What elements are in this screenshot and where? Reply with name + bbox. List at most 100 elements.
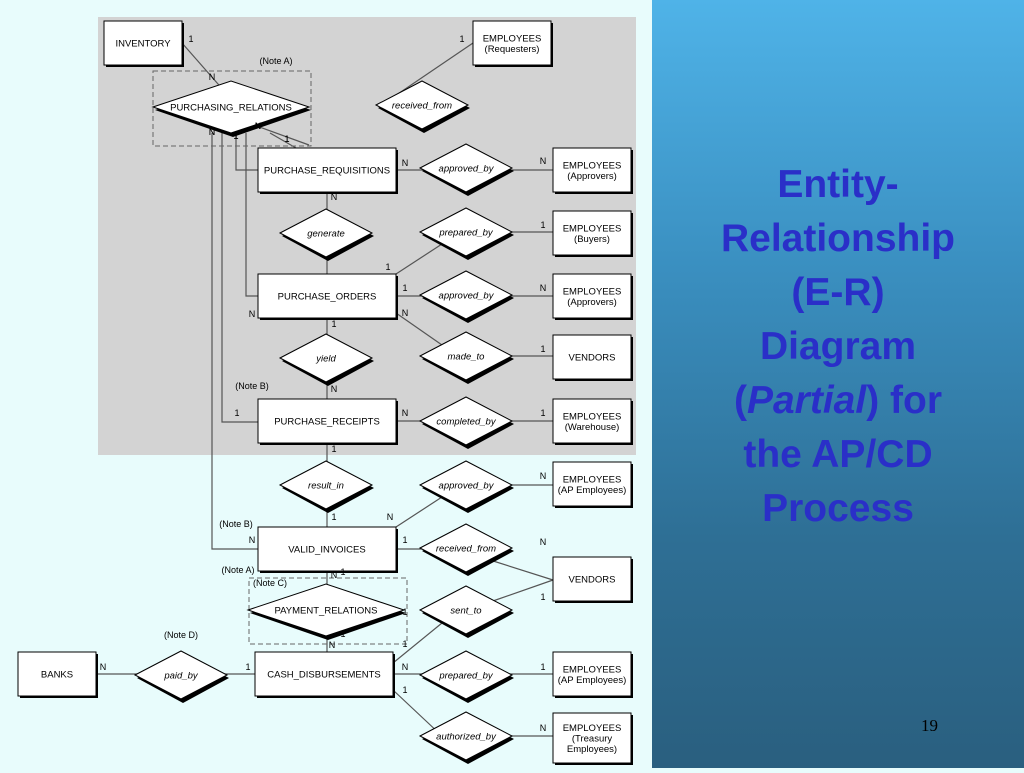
cardinality-label: 1 — [233, 131, 238, 141]
entity-box-emp_treasury — [552, 712, 632, 764]
relationship-diamond-authorized_by — [418, 711, 514, 761]
relationship-label: paid_by — [163, 671, 199, 682]
note-label: (Note A) — [221, 565, 254, 575]
entity-box-emp_requesters — [472, 20, 552, 66]
cardinality-label: 1 — [402, 685, 407, 695]
relationship-label: prepared_by — [438, 228, 494, 239]
entity-label: VENDORS — [569, 575, 616, 586]
relationship-diamond-completed_by — [418, 396, 514, 446]
relationship-label: received_from — [436, 544, 496, 555]
title-line: Entity- — [777, 163, 899, 206]
note-label: (Note C) — [253, 578, 287, 588]
connector-line — [235, 133, 258, 171]
entity-box-valid_invoices — [257, 526, 397, 572]
cardinality-label: N — [255, 121, 262, 131]
entity-box-purchase_orders — [257, 273, 397, 319]
cardinality-label: 1 — [188, 34, 193, 44]
cardinality-label: 1 — [402, 607, 407, 617]
relationship-diamond-received_from_2 — [418, 523, 514, 573]
cardinality-label: 1 — [459, 34, 464, 44]
title-open-paren: ( — [733, 379, 747, 422]
cardinality-label: 1 — [331, 444, 336, 454]
cardinality-label: 1 — [233, 131, 238, 141]
relationship-diamond-payment_relations — [246, 583, 406, 637]
cardinality-label: 1 — [385, 262, 390, 272]
cardinality-label: N — [255, 121, 262, 131]
entity-label: EMPLOYEES — [563, 411, 622, 422]
cardinality-label: 1 — [245, 662, 250, 672]
cardinality-label: N — [402, 308, 409, 318]
cardinality-label: 1 — [540, 592, 545, 602]
entity-box-emp_approvers2 — [552, 273, 632, 319]
entity-label: EMPLOYEES — [563, 474, 622, 485]
cardinality-label: N — [540, 471, 547, 481]
cardinality-label: N — [209, 127, 216, 137]
connector-line — [221, 133, 258, 423]
cardinality-label: N — [402, 158, 409, 168]
cardinality-label: 1 — [331, 512, 336, 522]
entity-sublabel: (Buyers) — [574, 234, 610, 245]
entity-label: EMPLOYEES — [563, 286, 622, 297]
entity-sublabel: (AP Employees) — [558, 675, 626, 686]
note-box — [152, 70, 312, 147]
cardinality-label: 1 — [402, 283, 407, 293]
entity-label: PURCHASE_REQUISITIONS — [264, 166, 390, 177]
slide-number: 19 — [921, 716, 938, 735]
entity-label: PURCHASE_RECEIPTS — [274, 417, 380, 428]
entity-sublabel: (Approvers) — [567, 297, 617, 308]
entity-box-cash_disbursements — [254, 651, 394, 697]
connector-line — [489, 559, 554, 581]
cardinality-label: 1 — [540, 662, 545, 672]
cardinality-label: N — [100, 662, 107, 672]
entity-box-purchase_receipts — [257, 398, 397, 444]
diagram-labels: (Note A)(Note B)(Note B)(Note A)(Note C)… — [100, 34, 547, 733]
cardinality-label: N — [540, 537, 547, 547]
relationship-diamond-yield — [278, 333, 374, 383]
title-line: (Partial) for — [652, 374, 1024, 428]
entity-sublabel: (Treasury — [572, 734, 613, 745]
connector-line — [245, 133, 258, 297]
entity-box-emp_ap2 — [552, 651, 632, 697]
relationship-label: made_to — [448, 352, 485, 363]
cardinality-label: N — [329, 640, 336, 650]
entity-box-emp_ap1 — [552, 461, 632, 507]
relationship-diamond-made_to — [418, 331, 514, 381]
relationship-label: completed_by — [436, 417, 496, 428]
relationship-label: authorized_by — [436, 732, 497, 743]
relationship-diamond-sent_to — [418, 585, 514, 635]
note-label: (Note D) — [164, 630, 198, 640]
cardinality-label: 1 — [540, 344, 545, 354]
connector-line — [489, 579, 554, 603]
relationship-diamond-prepared_by_1 — [418, 207, 514, 257]
note-label: (Note B) — [219, 519, 253, 529]
slide-title: Entity- Relationship (E-R) Diagram (Part… — [652, 158, 1024, 536]
entity-label: BANKS — [41, 670, 73, 681]
relationship-diamond-generate — [278, 208, 374, 258]
entity-box-vendors2 — [552, 556, 632, 602]
relationship-label: prepared_by — [438, 671, 494, 682]
cardinality-label: N — [540, 723, 547, 733]
cardinality-label: N — [402, 662, 409, 672]
cardinality-label: N — [331, 570, 338, 580]
cardinality-label: N — [387, 512, 394, 522]
relationship-label: approved_by — [439, 291, 495, 302]
relationship-label: PAYMENT_RELATIONS — [275, 606, 378, 617]
entity-box-emp_buyers — [552, 210, 632, 256]
title-italic-word: Partial — [746, 379, 867, 422]
entity-box-emp_warehouse — [552, 398, 632, 444]
entity-box-vendors1 — [552, 334, 632, 380]
entity-label: EMPLOYEES — [563, 223, 622, 234]
cardinality-label: 1 — [234, 408, 239, 418]
title-line: Relationship — [720, 217, 956, 260]
relationship-diamond-prepared_by_2 — [418, 650, 514, 700]
entity-label: VENDORS — [569, 353, 616, 364]
cardinality-label: 1 — [402, 639, 407, 649]
entity-box-emp_approvers1 — [552, 147, 632, 193]
entity-sublabel: (Requesters) — [485, 44, 540, 55]
title-line: (E-R) — [791, 271, 885, 314]
entity-sublabel: (Warehouse) — [565, 422, 620, 433]
relationship-diamond-approved_by_1 — [418, 143, 514, 193]
